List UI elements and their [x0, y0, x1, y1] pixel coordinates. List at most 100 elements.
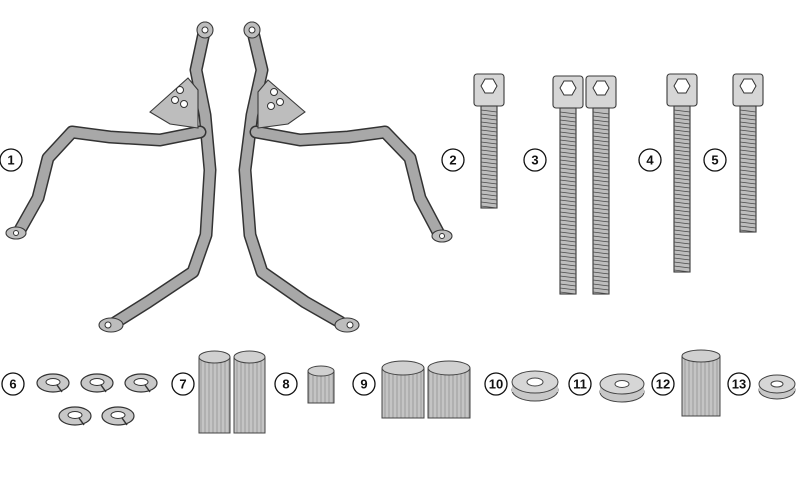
thread-line [592, 283, 610, 287]
thread-line [739, 169, 757, 173]
thread-line [673, 253, 691, 257]
thread-line [673, 241, 691, 245]
thread-line [739, 161, 757, 165]
thread-line [559, 227, 577, 231]
thread-line [673, 117, 691, 121]
thread-line [673, 197, 691, 201]
thread-line [673, 233, 691, 237]
thread-line [559, 123, 577, 127]
thread-line [559, 283, 577, 287]
bolt-4 [666, 73, 698, 273]
thread-line [480, 205, 498, 209]
thread-line [559, 203, 577, 207]
spacers-7 [198, 350, 266, 434]
thread-line [559, 267, 577, 271]
thread-line [559, 291, 577, 295]
thread-line [592, 223, 610, 227]
thread-line [592, 291, 610, 295]
thread-line [739, 117, 757, 121]
thread-line [592, 231, 610, 235]
thread-line [559, 275, 577, 279]
thread-line [480, 197, 498, 201]
thread-line [480, 121, 498, 125]
spacers-9 [381, 360, 471, 419]
thread-line [592, 243, 610, 247]
thread-line [592, 115, 610, 119]
bolt-5 [732, 73, 764, 233]
thread-line [559, 155, 577, 159]
thread-line [673, 221, 691, 225]
thread-line [480, 125, 498, 129]
lock-washer [124, 373, 158, 393]
thread-line [559, 287, 577, 291]
part-label-text: 6 [9, 377, 16, 392]
thread-line [673, 113, 691, 117]
part-label-text: 9 [360, 377, 367, 392]
thread-line [592, 139, 610, 143]
thread-line [559, 143, 577, 147]
thread-line [592, 167, 610, 171]
thread-line [739, 109, 757, 113]
thread-line [592, 271, 610, 275]
thread-line [480, 201, 498, 205]
thread-line [592, 259, 610, 263]
spacer-8 [307, 365, 335, 404]
thread-line [592, 267, 610, 271]
thread-line [673, 265, 691, 269]
thread-line [673, 121, 691, 125]
thread-line [592, 155, 610, 159]
thread-line [559, 159, 577, 163]
thread-line [592, 255, 610, 259]
thread-line [592, 195, 610, 199]
part-number-labels: 1 2 3 4 5 6 7 8 9 10 11 12 13 [0, 148, 751, 396]
thread-line [592, 203, 610, 207]
thread-line [673, 149, 691, 153]
thread-line [739, 165, 757, 169]
thread-line [673, 201, 691, 205]
thread-line [592, 135, 610, 139]
part-label-6: 6 [1, 372, 25, 396]
thread-line [739, 133, 757, 137]
thread-line [559, 255, 577, 259]
thread-line [739, 209, 757, 213]
thread-line [559, 239, 577, 243]
thread-line [480, 173, 498, 177]
bracket-frame-right [238, 21, 453, 333]
part-label-5: 5 [703, 148, 727, 172]
thread-line [559, 271, 577, 275]
part-label-11: 11 [568, 372, 592, 396]
part-label-text: 12 [656, 377, 670, 392]
thread-line [480, 153, 498, 157]
thread-line [739, 221, 757, 225]
washer-11 [599, 373, 645, 403]
thread-line [592, 151, 610, 155]
thread-line [673, 181, 691, 185]
thread-line [559, 219, 577, 223]
thread-line [592, 275, 610, 279]
thread-line [592, 179, 610, 183]
thread-line [673, 245, 691, 249]
thread-line [739, 201, 757, 205]
thread-line [559, 235, 577, 239]
thread-line [480, 193, 498, 197]
thread-line [739, 229, 757, 233]
part-label-text: 10 [489, 377, 503, 392]
thread-line [592, 239, 610, 243]
thread-line [592, 263, 610, 267]
part-label-13: 13 [727, 372, 751, 396]
thread-line [592, 187, 610, 191]
thread-line [480, 113, 498, 117]
thread-line [592, 171, 610, 175]
part-label-text: 3 [531, 153, 538, 168]
thread-line [480, 141, 498, 145]
thread-line [673, 129, 691, 133]
thread-line [559, 259, 577, 263]
thread-line [739, 129, 757, 133]
thread-line [673, 229, 691, 233]
part-label-text: 7 [179, 377, 186, 392]
thread-line [673, 153, 691, 157]
thread-line [739, 193, 757, 197]
thread-line [592, 119, 610, 123]
